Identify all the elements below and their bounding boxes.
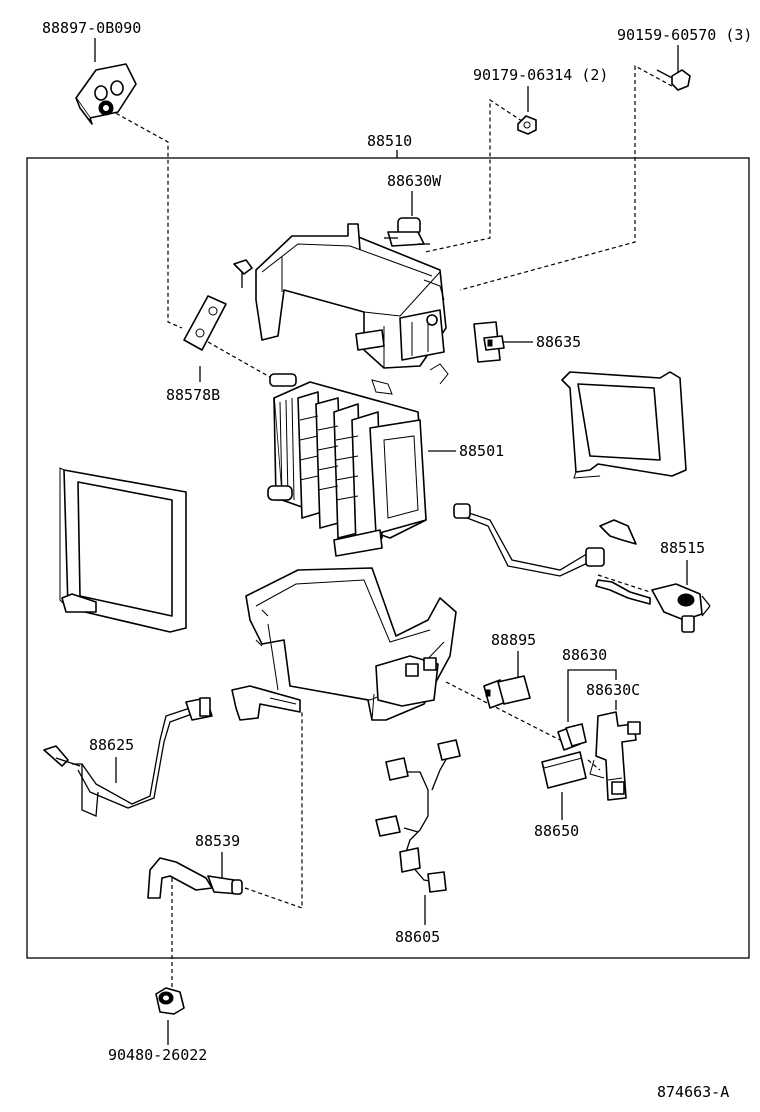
label-88501[interactable]: 88501 [459, 442, 504, 460]
grommet-88897-part[interactable] [75, 63, 137, 125]
gasket-88578b-part[interactable] [183, 295, 227, 351]
label-88630c[interactable]: 88630C [586, 681, 640, 699]
label-88630[interactable]: 88630 [562, 646, 607, 664]
relay-88630-part[interactable] [557, 723, 587, 751]
figure-id: 874663-A [657, 1083, 729, 1101]
filter-frame-left-part[interactable] [59, 467, 187, 633]
screw-small-part[interactable] [233, 259, 253, 288]
amplifier-88650-part[interactable] [541, 751, 587, 789]
upper-case-88510-part[interactable] [255, 223, 449, 395]
assembly-frame [26, 157, 750, 959]
bracket-88630c-part[interactable] [589, 711, 641, 801]
label-88605[interactable]: 88605 [395, 928, 440, 946]
label-90480-26022[interactable]: 90480-26022 [108, 1046, 207, 1064]
connector-88895-part[interactable] [483, 675, 531, 709]
screw-90159-part[interactable] [656, 69, 691, 91]
label-88510[interactable]: 88510 [367, 132, 412, 150]
leader-lines [94, 38, 688, 1045]
grommet-90480-part[interactable] [155, 987, 185, 1015]
label-88625[interactable]: 88625 [89, 736, 134, 754]
label-88630w[interactable]: 88630W [387, 172, 442, 190]
block-88635-part[interactable] [473, 321, 505, 363]
label-90179-06314[interactable]: 90179-06314 (2) [473, 66, 608, 84]
label-88895[interactable]: 88895 [491, 631, 536, 649]
pipe-88515-part[interactable] [453, 503, 711, 633]
wire-harness-88605-part[interactable] [375, 739, 461, 893]
lower-case-part[interactable] [231, 567, 457, 721]
assembly-lines [109, 64, 673, 990]
seal-frame-right-part[interactable] [561, 371, 687, 479]
label-88515[interactable]: 88515 [660, 539, 705, 557]
label-88897-0b090[interactable]: 88897-0B090 [42, 19, 141, 37]
label-90159-60570[interactable]: 90159-60570 (3) [617, 26, 752, 44]
hose-88539-part[interactable] [147, 857, 243, 899]
expansion-valve-88630w-part[interactable] [384, 217, 430, 247]
label-88539[interactable]: 88539 [195, 832, 240, 850]
label-88635[interactable]: 88635 [536, 333, 581, 351]
thermistor-88625-part[interactable] [43, 697, 213, 817]
label-88578b[interactable]: 88578B [166, 386, 220, 404]
label-88650[interactable]: 88650 [534, 822, 579, 840]
nut-90179-part[interactable] [517, 115, 537, 135]
evaporator-88501-part[interactable] [267, 373, 427, 557]
